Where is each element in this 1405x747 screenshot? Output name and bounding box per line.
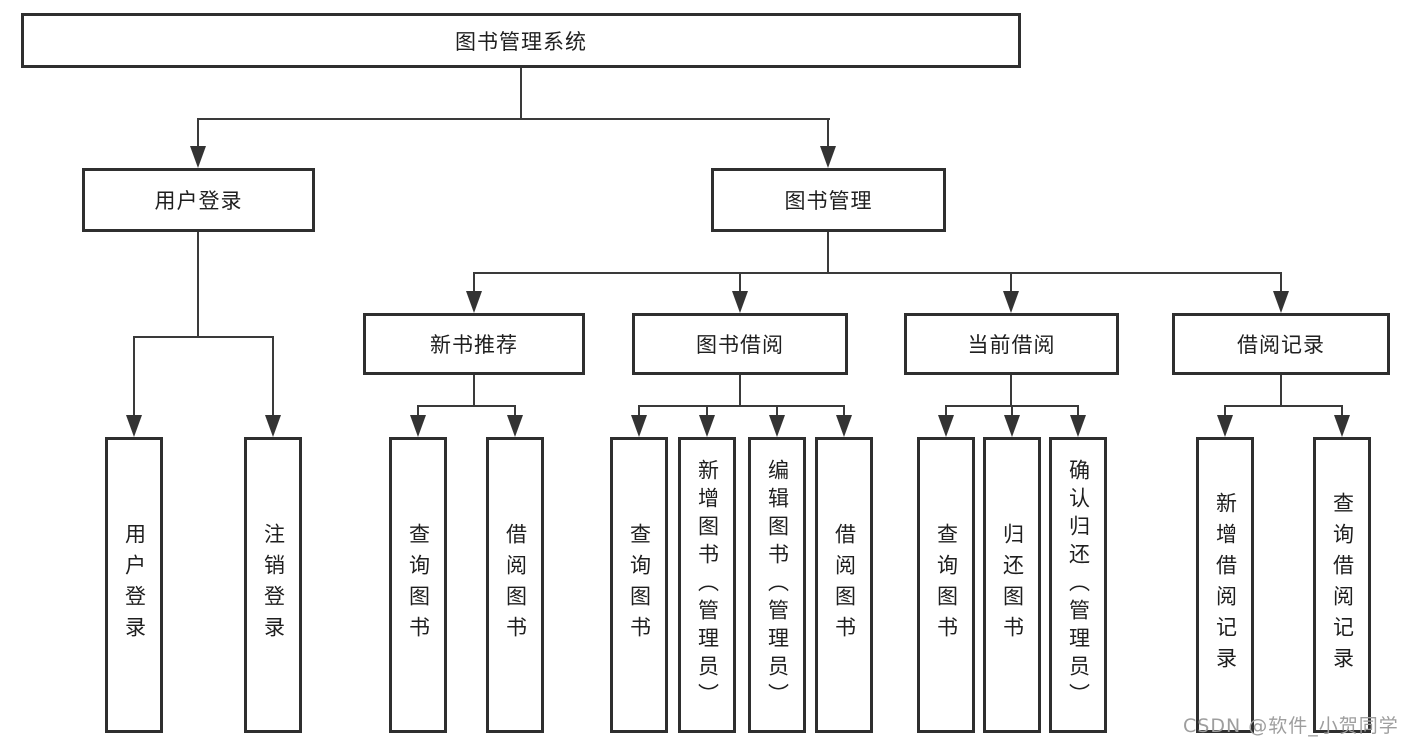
arrow-down-icon: [466, 291, 482, 313]
arrow-down-icon: [1070, 415, 1086, 437]
connector-line: [1010, 375, 1012, 407]
connector-line: [739, 375, 741, 407]
arrow-down-icon: [938, 415, 954, 437]
connector-line: [1280, 272, 1282, 293]
leaf-add-borrow-record: 新增借阅记录: [1196, 437, 1254, 733]
node-borrow-records: 借阅记录: [1172, 313, 1390, 375]
node-new-book-recommend: 新书推荐: [363, 313, 585, 375]
leaf-borrow-books-recommend: 借阅图书: [486, 437, 544, 733]
connector-line: [827, 232, 829, 274]
leaf-logout: 注销登录: [244, 437, 302, 733]
connector-line: [739, 272, 741, 293]
watermark-text: CSDN @软件_小贺同学: [1183, 715, 1399, 737]
connector-line: [1224, 405, 1343, 407]
connector-line: [827, 118, 829, 148]
node-label: 新书推荐: [430, 333, 518, 357]
arrow-down-icon: [126, 415, 142, 437]
arrow-down-icon: [507, 415, 523, 437]
connector-line: [272, 336, 274, 417]
leaf-label: 编辑图书（管理员）: [765, 459, 790, 711]
leaf-label: 用户登录: [122, 523, 147, 647]
leaf-query-books-recommend: 查询图书: [389, 437, 447, 733]
connector-line: [776, 405, 778, 417]
leaf-label: 归还图书: [1000, 523, 1025, 647]
arrow-down-icon: [1273, 291, 1289, 313]
connector-line: [638, 405, 845, 407]
leaf-label: 注销登录: [261, 523, 286, 647]
connector-line: [133, 336, 274, 338]
connector-line: [133, 336, 135, 417]
leaf-label: 查询图书: [406, 523, 431, 647]
leaf-label: 查询图书: [934, 523, 959, 647]
arrow-down-icon: [699, 415, 715, 437]
connector-line: [1077, 405, 1079, 417]
node-label: 借阅记录: [1237, 333, 1325, 357]
node-root: 图书管理系统: [21, 13, 1021, 68]
leaf-label: 新增图书（管理员）: [695, 459, 720, 711]
connector-line: [1280, 375, 1282, 407]
connector-line: [706, 405, 708, 417]
connector-line: [843, 405, 845, 417]
connector-line: [417, 405, 419, 417]
arrow-down-icon: [1217, 415, 1233, 437]
connector-line: [1011, 405, 1013, 417]
arrow-down-icon: [820, 146, 836, 168]
leaf-label: 查询图书: [627, 523, 652, 647]
node-book-management: 图书管理: [711, 168, 946, 232]
arrow-down-icon: [732, 291, 748, 313]
leaf-user-login: 用户登录: [105, 437, 163, 733]
connector-line: [1010, 272, 1012, 293]
leaf-return-book: 归还图书: [983, 437, 1041, 733]
connector-line: [473, 272, 1282, 274]
leaf-label: 借阅图书: [832, 523, 857, 647]
connector-line: [1224, 405, 1226, 417]
connector-line: [514, 405, 516, 417]
connector-line: [417, 405, 516, 407]
connector-line: [473, 375, 475, 407]
leaf-label: 借阅图书: [503, 523, 528, 647]
arrow-down-icon: [190, 146, 206, 168]
leaf-confirm-return-admin: 确认归还（管理员）: [1049, 437, 1107, 733]
leaf-query-borrow-record: 查询借阅记录: [1313, 437, 1371, 733]
connector-line: [197, 232, 199, 338]
leaf-label: 查询借阅记录: [1330, 492, 1355, 678]
connector-line: [638, 405, 640, 417]
connector-line: [197, 118, 830, 120]
leaf-query-books-borrow: 查询图书: [610, 437, 668, 733]
arrow-down-icon: [1334, 415, 1350, 437]
node-user-login: 用户登录: [82, 168, 315, 232]
arrow-down-icon: [769, 415, 785, 437]
arrow-down-icon: [631, 415, 647, 437]
leaf-label: 确认归还（管理员）: [1066, 459, 1091, 711]
node-label: 当前借阅: [967, 333, 1056, 357]
leaf-label: 新增借阅记录: [1213, 492, 1238, 678]
node-label: 用户登录: [154, 189, 243, 213]
arrow-down-icon: [836, 415, 852, 437]
arrow-down-icon: [1003, 291, 1019, 313]
leaf-borrow-books: 借阅图书: [815, 437, 873, 733]
node-label: 图书借阅: [696, 333, 784, 357]
arrow-down-icon: [1004, 415, 1020, 437]
connector-line: [1341, 405, 1343, 417]
node-book-borrow: 图书借阅: [632, 313, 848, 375]
connector-line: [197, 118, 199, 148]
arrow-down-icon: [265, 415, 281, 437]
leaf-add-book-admin: 新增图书（管理员）: [678, 437, 736, 733]
node-label: 图书管理: [784, 189, 873, 213]
connector-line: [945, 405, 947, 417]
leaf-query-books-current: 查询图书: [917, 437, 975, 733]
connector-line: [520, 68, 522, 118]
connector-line: [473, 272, 475, 293]
node-label: 图书管理系统: [455, 29, 587, 54]
arrow-down-icon: [410, 415, 426, 437]
node-current-borrow: 当前借阅: [904, 313, 1119, 375]
leaf-edit-book-admin: 编辑图书（管理员）: [748, 437, 806, 733]
